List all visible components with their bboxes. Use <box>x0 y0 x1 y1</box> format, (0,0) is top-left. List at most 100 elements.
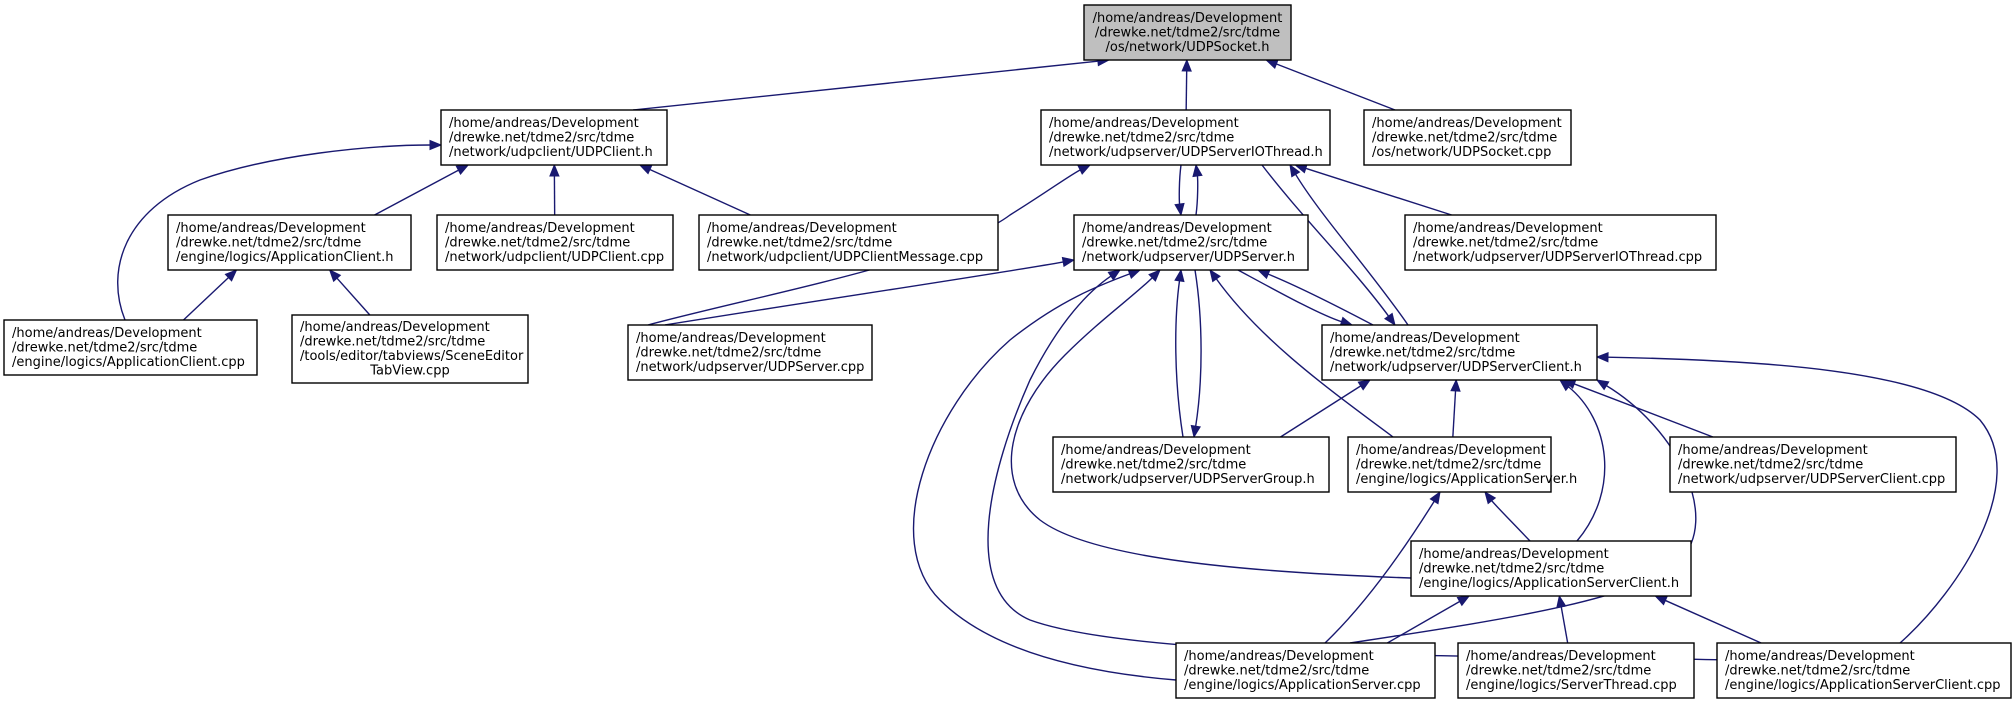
node-label-line: /engine/logics/ApplicationClient.cpp <box>12 355 245 370</box>
node-label-line: /home/andreas/Development <box>636 331 826 346</box>
node-label-line: /network/udpserver/UDPServerIOThread.h <box>1049 145 1323 160</box>
node-box <box>1083 4 1292 61</box>
node-udpserveriothread-cpp[interactable]: /home/andreas/Development/drewke.net/tdm… <box>1404 214 1717 271</box>
edge-sceneeditortabview_cpp-to-applicationclient_h <box>335 276 371 316</box>
node-udpsocket-h[interactable]: /home/andreas/Development/drewke.net/tdm… <box>1083 4 1292 61</box>
node-label-line: /home/andreas/Development <box>445 221 635 236</box>
node-applicationserver-h[interactable]: /home/andreas/Development/drewke.net/tdm… <box>1347 436 1577 493</box>
node-box <box>436 214 674 271</box>
nodes-layer: /home/andreas/Development/drewke.net/tdm… <box>3 4 2012 699</box>
node-box <box>1321 324 1598 381</box>
edge-applicationserverclient_h-to-applicationserver_h <box>1490 499 1531 542</box>
node-label-line: /home/andreas/Development <box>1061 443 1251 458</box>
edge-applicationserver_h-to-udpserverclient_h <box>1452 389 1457 438</box>
edge-arrowhead <box>1484 490 1497 505</box>
edge-arrowhead <box>1174 202 1185 217</box>
node-serverthread-cpp[interactable]: /home/andreas/Development/drewke.net/tdm… <box>1457 642 1695 699</box>
edge-udpservergroup_h-to-udpserverclient_h <box>1280 384 1362 438</box>
node-label-line: /drewke.net/tdme2/src/tdme <box>1330 345 1515 360</box>
node-applicationserver-cpp[interactable]: /home/andreas/Development/drewke.net/tdm… <box>1175 642 1436 699</box>
node-box <box>1669 436 1957 493</box>
node-label-line: /home/andreas/Development <box>1093 11 1283 26</box>
node-sceneeditortabview-cpp[interactable]: /home/andreas/Development/drewke.net/tdm… <box>291 314 529 384</box>
node-label-line: /network/udpclient/UDPClient.h <box>449 145 653 160</box>
node-applicationserverclient-h[interactable]: /home/andreas/Development/drewke.net/tdm… <box>1410 540 1692 597</box>
edge-applicationclient_cpp-to-applicationclient_h <box>183 276 230 321</box>
node-label-line: /engine/logics/ApplicationServerClient.h <box>1419 576 1679 591</box>
node-udpclientmessage-cpp[interactable]: /home/andreas/Development/drewke.net/tdm… <box>698 214 999 271</box>
edges-layer <box>117 55 1998 681</box>
edge-arrowhead <box>1357 379 1372 391</box>
edge-udpserverclient_h-to-udpserveriothread_h <box>1294 173 1409 326</box>
edge-udpserver_h-to-udpserveriothread_h <box>1195 174 1199 216</box>
edge-applicationserver_cpp-to-udpserverclient_h <box>1349 384 1697 644</box>
edge-arrowhead <box>1192 163 1203 178</box>
node-box <box>1410 540 1692 597</box>
edge-udpserveriothread_h-to-udpserverclient_h <box>1261 164 1390 318</box>
edge-arrowhead <box>1077 164 1092 175</box>
node-applicationclient-h[interactable]: /home/andreas/Development/drewke.net/tdm… <box>167 214 412 271</box>
node-label-line: /engine/logics/ApplicationServerClient.c… <box>1725 678 2001 693</box>
node-label-line: /home/andreas/Development <box>1725 649 1915 664</box>
node-box <box>1404 214 1717 271</box>
node-box <box>1363 109 1572 166</box>
node-udpsocket-cpp[interactable]: /home/andreas/Development/drewke.net/tdm… <box>1363 109 1572 166</box>
edge-arrowhead <box>1383 312 1396 327</box>
edge-arrowhead <box>1264 59 1279 70</box>
edge-udpservergroup_h-to-udpserver_h <box>1175 279 1184 438</box>
node-label-line: /home/andreas/Development <box>1419 547 1609 562</box>
node-box <box>3 319 258 376</box>
node-label-line: /home/andreas/Development <box>1413 221 1603 236</box>
node-label-line: TabView.cpp <box>369 364 449 379</box>
edge-arrowhead <box>1289 163 1301 178</box>
edge-udpclientmessage_cpp-to-udpclient_h <box>648 168 751 216</box>
node-label-line: /drewke.net/tdme2/src/tdme <box>176 235 361 250</box>
edge-udpserverclient_h-to-udpserver_h <box>1267 273 1374 326</box>
node-box <box>1040 109 1331 166</box>
node-box <box>167 214 412 271</box>
node-label-line: /drewke.net/tdme2/src/tdme <box>636 345 821 360</box>
edge-arrowhead <box>549 163 560 177</box>
node-label-line: /network/udpserver/UDPServerClient.cpp <box>1678 472 1945 487</box>
edge-applicationserverclient_cpp-to-udpserver_h <box>987 274 1731 661</box>
node-udpserver-h[interactable]: /home/andreas/Development/drewke.net/tdm… <box>1073 214 1309 271</box>
node-applicationserverclient-cpp[interactable]: /home/andreas/Development/drewke.net/tdm… <box>1716 642 2012 699</box>
node-label-line: /network/udpserver/UDPServer.cpp <box>636 360 864 375</box>
node-label-line: /network/udpserver/UDPServerClient.h <box>1330 360 1582 375</box>
node-udpclient-h[interactable]: /home/andreas/Development/drewke.net/tdm… <box>440 109 668 166</box>
node-label-line: /os/network/UDPSocket.cpp <box>1372 145 1551 160</box>
edge-arrowhead <box>1148 269 1161 282</box>
node-box <box>1175 642 1436 699</box>
node-label-line: /home/andreas/Development <box>1466 649 1656 664</box>
node-label-line: /home/andreas/Development <box>1082 221 1272 236</box>
edge-arrowhead <box>1595 351 1609 363</box>
node-label-line: /network/udpclient/UDPClient.cpp <box>445 250 664 265</box>
node-label-line: /drewke.net/tdme2/src/tdme <box>1061 457 1246 472</box>
edge-arrowhead <box>1181 58 1192 72</box>
edge-arrowhead <box>328 269 342 283</box>
node-box <box>1457 642 1695 699</box>
edge-arrowhead <box>1190 424 1201 439</box>
edge-udpserveriothread_h-to-udpserver_h <box>1178 164 1182 206</box>
node-udpserverclient-cpp[interactable]: /home/andreas/Development/drewke.net/tdm… <box>1669 436 1957 493</box>
node-udpservergroup-h[interactable]: /home/andreas/Development/drewke.net/tdm… <box>1052 436 1330 493</box>
node-label-line: /home/andreas/Development <box>300 320 490 335</box>
node-label-line: /home/andreas/Development <box>449 116 639 131</box>
node-udpserveriothread-h[interactable]: /home/andreas/Development/drewke.net/tdm… <box>1040 109 1331 166</box>
node-label-line: /tools/editor/tabviews/SceneEditor <box>300 349 524 364</box>
edge-arrowhead <box>1061 256 1076 268</box>
node-udpserverclient-h[interactable]: /home/andreas/Development/drewke.net/tdm… <box>1321 324 1598 381</box>
node-label-line: /drewke.net/tdme2/src/tdme <box>1725 663 1910 678</box>
node-udpserver-cpp[interactable]: /home/andreas/Development/drewke.net/tdm… <box>627 324 873 381</box>
edge-applicationclient_h-to-udpclient_h <box>374 169 460 216</box>
edge-arrowhead <box>1556 594 1567 609</box>
edge-arrowhead <box>638 164 653 175</box>
node-label-line: /drewke.net/tdme2/src/tdme <box>12 340 197 355</box>
edge-applicationserverclient_h-to-udpserver_h <box>1010 276 1412 579</box>
node-label-line: /home/andreas/Development <box>707 221 897 236</box>
node-udpclient-cpp[interactable]: /home/andreas/Development/drewke.net/tdm… <box>436 214 674 271</box>
edge-applicationserver_cpp-to-applicationserver_h <box>1324 500 1436 644</box>
edge-applicationserverclient_h-to-udpserverclient_h <box>1567 385 1606 542</box>
node-applicationclient-cpp[interactable]: /home/andreas/Development/drewke.net/tdm… <box>3 319 258 376</box>
edge-arrowhead <box>1127 269 1142 279</box>
